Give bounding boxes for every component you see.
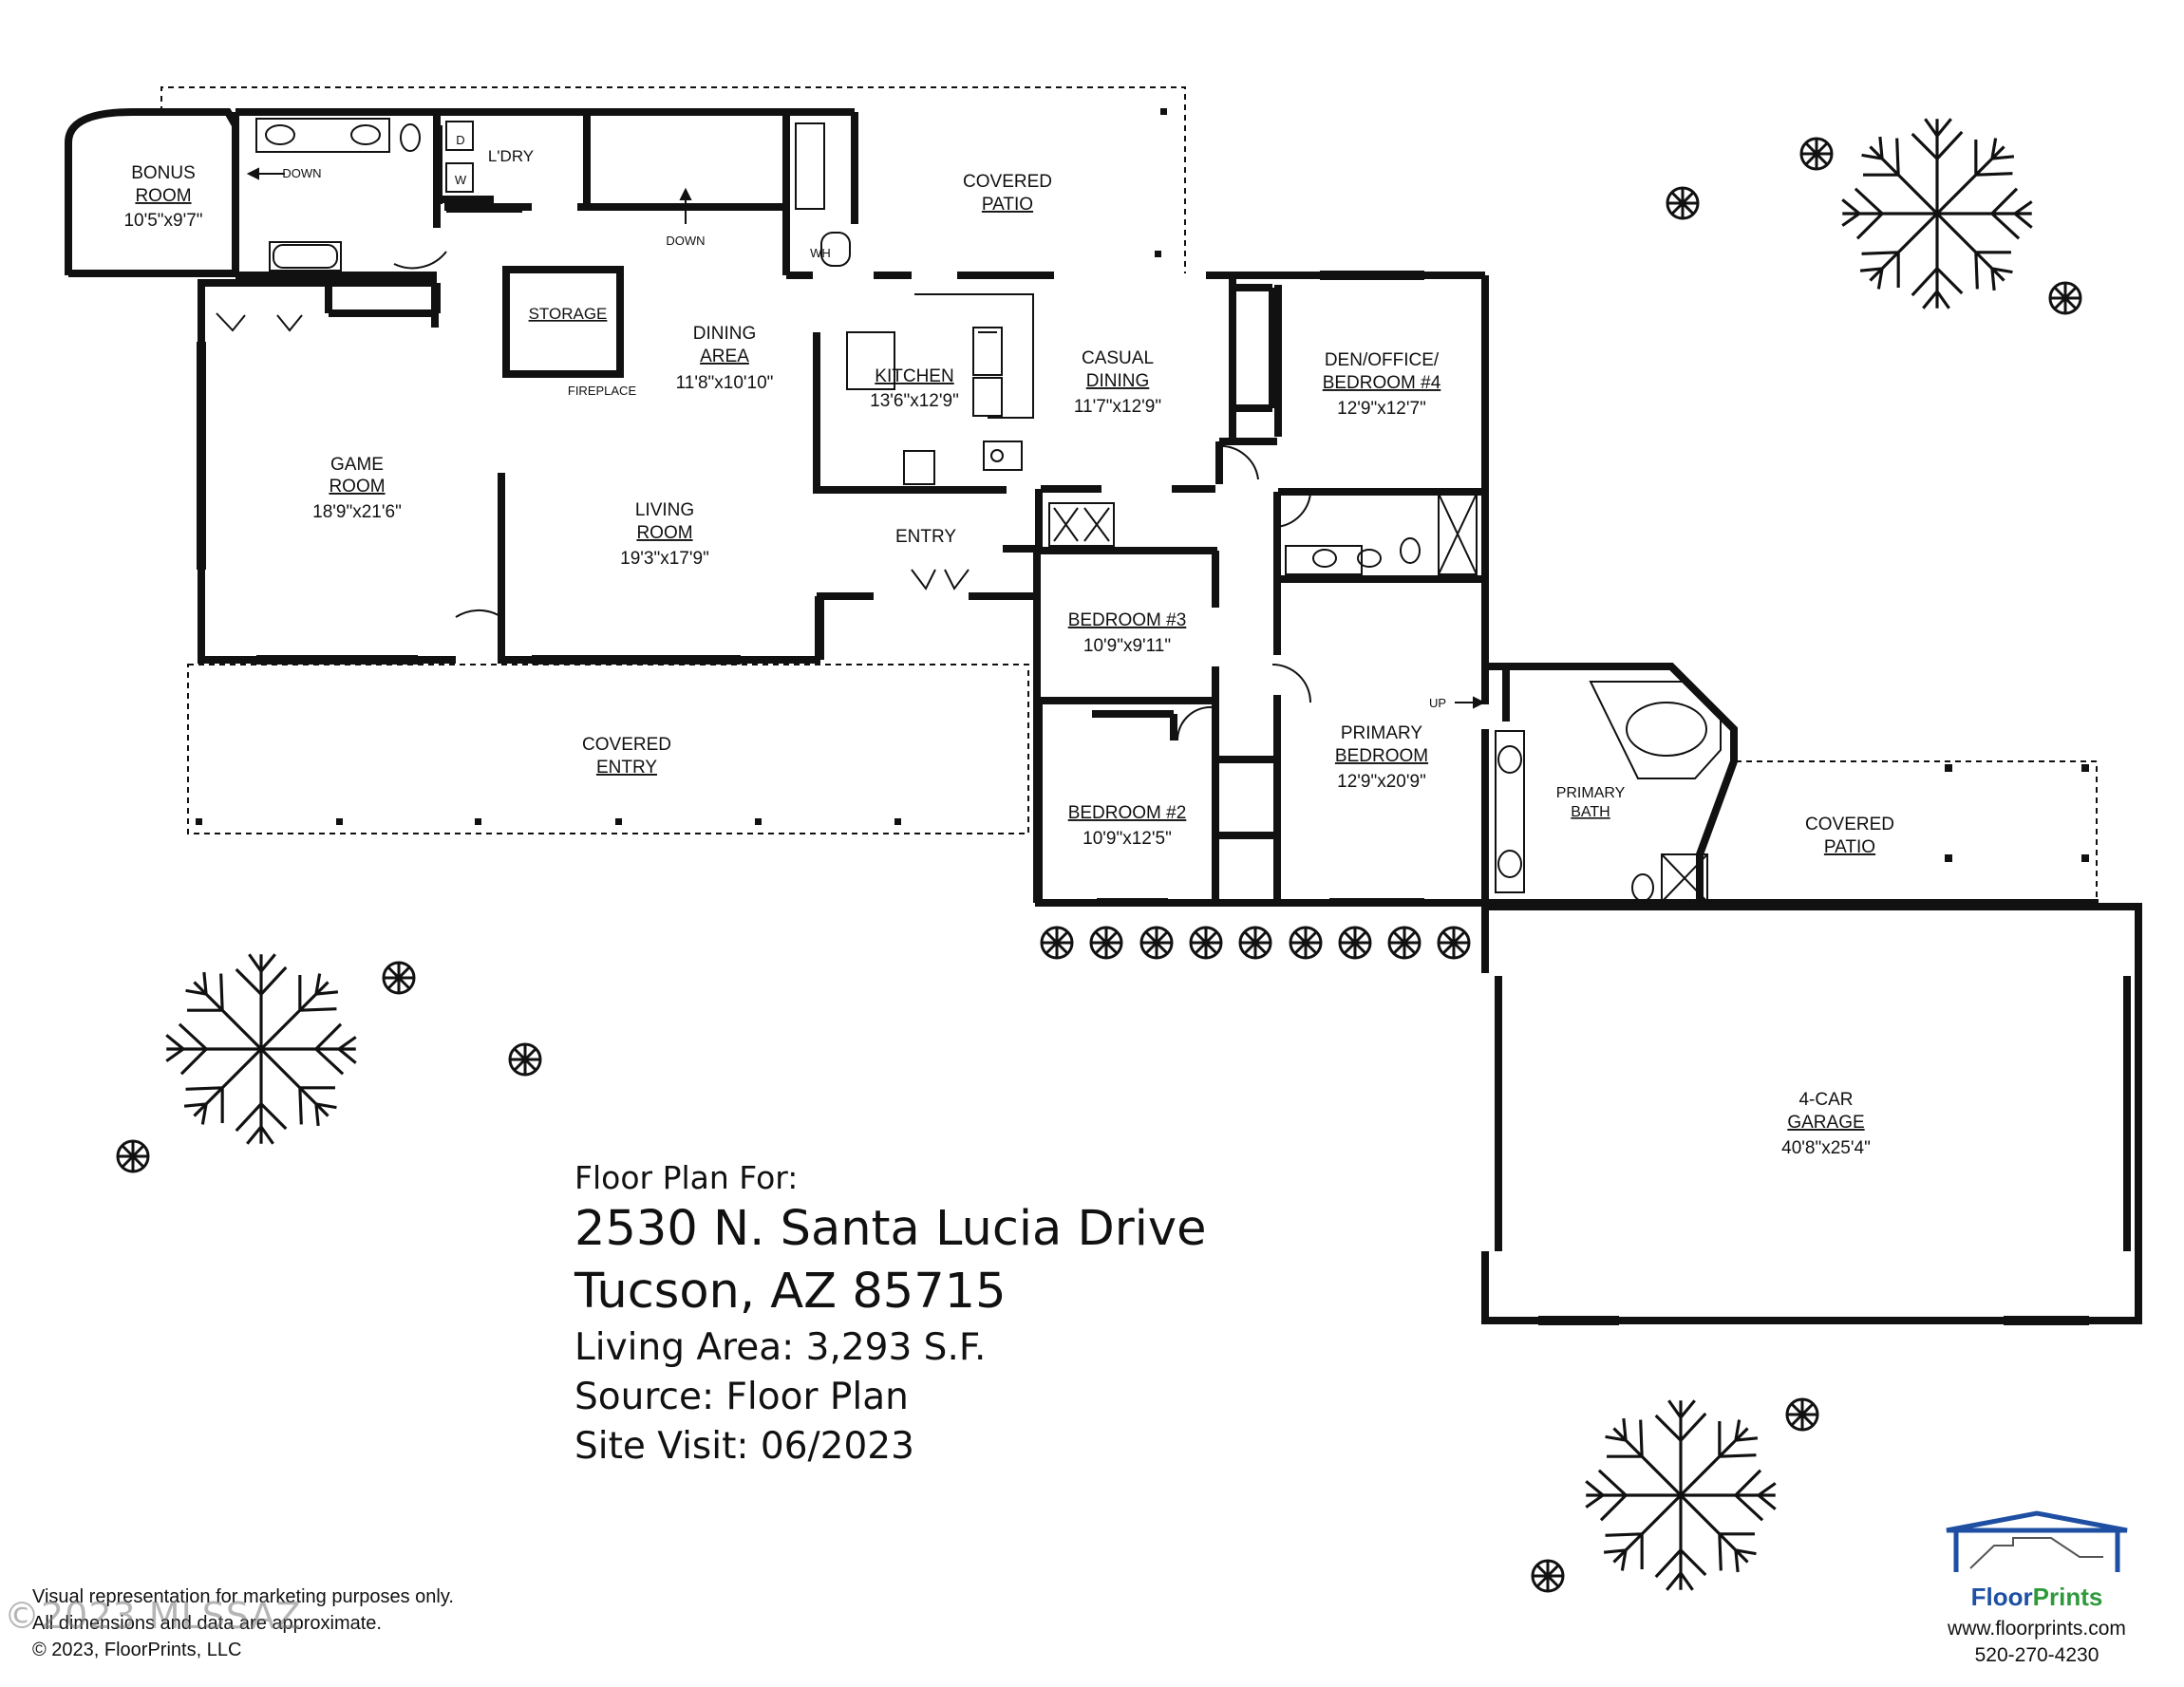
kitchen-name: KITCHEN — [875, 366, 953, 386]
logo-brand-prints: Prints — [2032, 1583, 2103, 1611]
fireplace-label: FIREPLACE — [568, 384, 637, 398]
down-label-1: DOWN — [282, 166, 321, 180]
primary-bath-name1: PRIMARY — [1556, 785, 1626, 801]
floor-plan-info: Floor Plan For: 2530 N. Santa Lucia Driv… — [574, 1158, 1206, 1471]
game-room-dims: 18'9"x21'6" — [312, 502, 402, 522]
game-room-name1: GAME — [330, 455, 384, 475]
garage-dims: 40'8"x25'4" — [1781, 1138, 1871, 1158]
bonus-room-name2: ROOM — [135, 186, 191, 206]
covered-entry-name1: COVERED — [582, 735, 671, 755]
den-dims: 12'9"x12'7" — [1337, 399, 1426, 419]
living-room-name1: LIVING — [635, 500, 694, 520]
walls — [65, 108, 2142, 1324]
fixtures — [255, 118, 1722, 903]
bedroom-3-dims: 10'9"x9'11" — [1083, 636, 1171, 656]
covered-patio-right-name2: PATIO — [1824, 837, 1875, 857]
water-heater-label: WH — [810, 246, 831, 260]
bedroom-2-dims: 10'9"x12'5" — [1083, 829, 1172, 849]
dining-area-dims: 11'8"x10'10" — [676, 373, 774, 393]
living-area: Living Area: 3,293 S.F. — [574, 1326, 987, 1369]
bonus-room-name1: BONUS — [131, 163, 196, 183]
dryer-label: D — [456, 133, 464, 147]
den-name1: DEN/OFFICE/ — [1325, 350, 1440, 370]
source: Source: Floor Plan — [574, 1376, 909, 1418]
primary-bath-name2: BATH — [1571, 804, 1610, 820]
website: www.floorprints.com — [1948, 1618, 2126, 1640]
bedroom-2-name: BEDROOM #2 — [1068, 803, 1187, 823]
primary-bedroom-name1: PRIMARY — [1341, 723, 1423, 743]
watermark: ©2023 MLSSAZ — [4, 1595, 302, 1637]
tree-top-right — [1840, 117, 2034, 310]
bedroom-3-name: BEDROOM #3 — [1068, 610, 1187, 630]
logo-brand-floor: Floor — [1970, 1583, 2033, 1611]
bonus-room-dims: 10'5"x9'7" — [123, 211, 202, 231]
copyright: © 2023, FloorPrints, LLC — [32, 1640, 242, 1660]
up-label: UP — [1429, 696, 1446, 710]
kitchen-dims: 13'6"x12'9" — [870, 391, 959, 411]
doors — [216, 251, 1311, 741]
dining-area-name2: AREA — [700, 347, 749, 366]
laundry-name: L'DRY — [488, 147, 534, 165]
casual-dining-name1: CASUAL — [1082, 348, 1154, 368]
primary-bedroom-name2: BEDROOM — [1335, 746, 1428, 766]
house-logo-icon — [1946, 1510, 2128, 1572]
covered-patio-right-name1: COVERED — [1805, 815, 1894, 834]
den-name2: BEDROOM #4 — [1323, 373, 1441, 393]
game-room-name2: ROOM — [329, 477, 385, 497]
disclaimer: Visual representation for marketing purp… — [32, 1584, 454, 1663]
logo-brand: FloorPrints — [1928, 1583, 2146, 1612]
entry-name: ENTRY — [895, 527, 956, 547]
dining-area-name1: DINING — [693, 324, 757, 344]
tree-bottom-center — [1584, 1398, 1778, 1592]
room-labels: BONUS ROOM 10'5"x9'7" GAME ROOM 18'9"x21… — [123, 133, 1894, 1158]
disclaimer-line-2: All dimensions and data are approximate. — [32, 1613, 382, 1634]
direction-arrows — [246, 167, 1486, 709]
covered-patio-right-outline — [1736, 760, 2098, 907]
covered-patio-top-name2: PATIO — [982, 195, 1033, 215]
casual-dining-name2: DINING — [1086, 371, 1150, 391]
primary-bedroom-dims: 12'9"x20'9" — [1337, 772, 1426, 792]
living-room-name2: ROOM — [636, 523, 692, 543]
covered-patio-top-name1: COVERED — [963, 172, 1052, 192]
storage-name: STORAGE — [529, 305, 608, 323]
garage-name1: 4-CAR — [1798, 1090, 1853, 1110]
living-room-dims: 19'3"x17'9" — [620, 549, 709, 569]
covered-patio-top-outline — [160, 86, 1186, 273]
windows — [197, 271, 2089, 1325]
disclaimer-line-1: Visual representation for marketing purp… — [32, 1586, 454, 1607]
floorprints-logo: FloorPrints www.floorprints.com 520-270-… — [1928, 1509, 2146, 1667]
down-label-2: DOWN — [666, 234, 705, 248]
casual-dining-dims: 11'7"x12'9" — [1074, 397, 1161, 417]
address-line-1: 2530 N. Santa Lucia Drive — [574, 1201, 1207, 1257]
address-line-2: Tucson, AZ 85715 — [574, 1264, 1007, 1320]
garage-name2: GARAGE — [1787, 1113, 1864, 1133]
tree-bottom-left — [164, 952, 358, 1146]
phone: 520-270-4230 — [1974, 1644, 2099, 1666]
site-visit: Site Visit: 06/2023 — [574, 1425, 914, 1468]
covered-entry-name2: ENTRY — [596, 758, 657, 778]
floor-plan-for-label: Floor Plan For: — [574, 1159, 799, 1196]
patio-posts — [196, 108, 2089, 862]
washer-label: W — [455, 173, 467, 187]
